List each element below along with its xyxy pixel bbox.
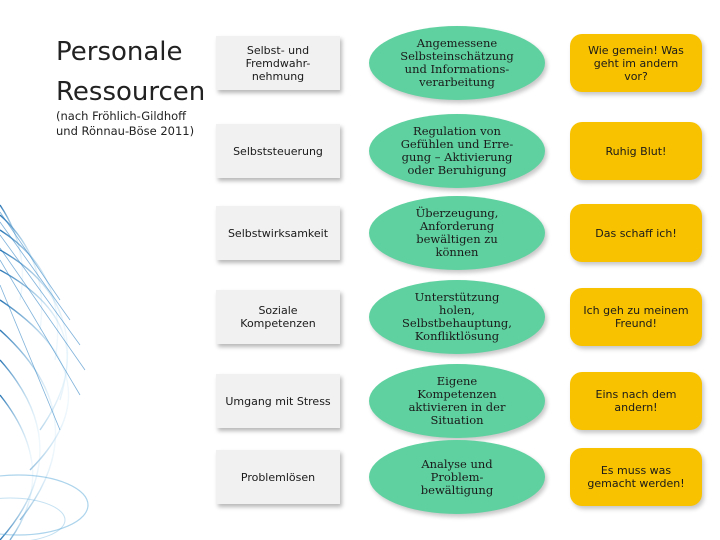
description-ellipse: Überzeugung, Anforderung bewältigen zu k… xyxy=(369,196,545,270)
resource-box: Selbst- und Fremdwahr- nehmung xyxy=(216,36,340,90)
page-title: Personale Ressourcen xyxy=(56,37,206,107)
resource-box: Umgang mit Stress xyxy=(216,374,340,428)
resource-box: Problemlösen xyxy=(216,450,340,504)
resource-box: Soziale Kompetenzen xyxy=(216,290,340,344)
description-ellipse: Eigene Kompetenzen aktivieren in der Sit… xyxy=(369,364,545,438)
description-ellipse: Analyse und Problem- bewältigung xyxy=(369,440,545,514)
resource-box: Selbststeuerung xyxy=(216,124,340,178)
motto-box: Das schaff ich! xyxy=(570,204,702,262)
motto-box: Wie gemein! Was geht im andern vor? xyxy=(570,34,702,92)
motto-box: Es muss was gemacht werden! xyxy=(570,448,702,506)
motto-box: Ruhig Blut! xyxy=(570,122,702,180)
resource-box: Selbstwirksamkeit xyxy=(216,206,340,260)
description-ellipse: Unterstützung holen, Selbstbehauptung, K… xyxy=(369,280,545,354)
page-subtitle: (nach Fröhlich-Gildhoff und Rönnau-Böse … xyxy=(56,109,195,138)
description-ellipse: Regulation von Gefühlen und Erre- gung –… xyxy=(369,114,545,188)
motto-box: Ich geh zu meinem Freund! xyxy=(570,288,702,346)
motto-box: Eins nach dem andern! xyxy=(570,372,702,430)
description-ellipse: Angemessene Selbsteinschätzung und Infor… xyxy=(369,26,545,100)
